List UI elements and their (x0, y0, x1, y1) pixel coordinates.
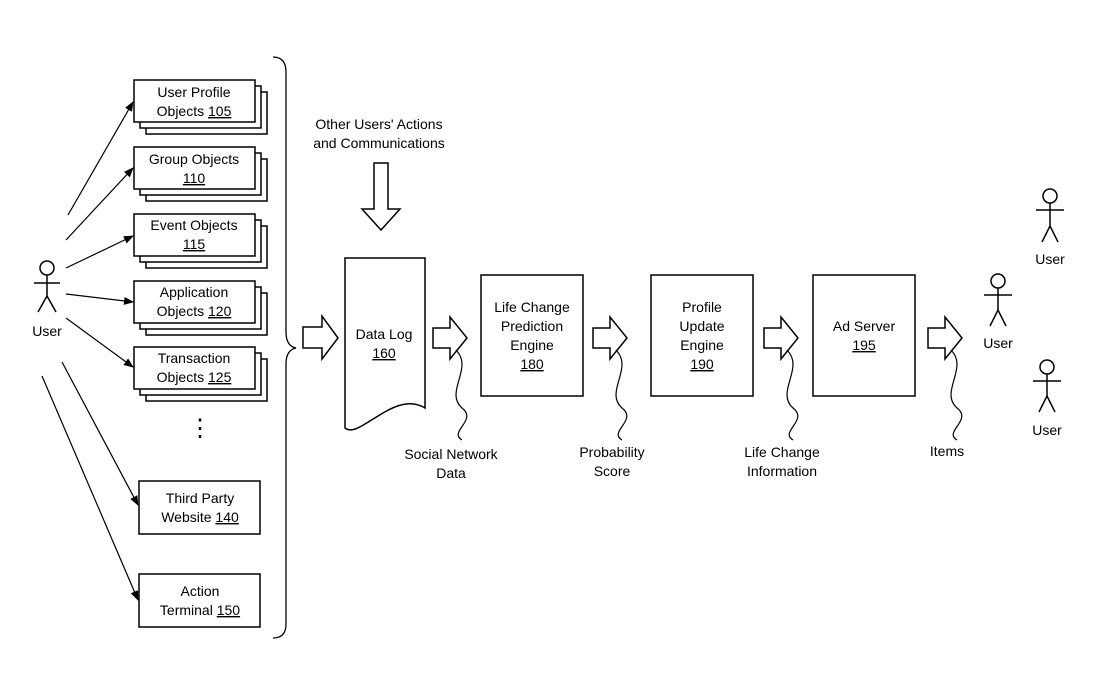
social-network-data-wave (455, 349, 468, 441)
target-user-bottom-icon (1033, 359, 1061, 413)
life-change-engine-line1: Life Change (494, 299, 570, 315)
transaction-objects-line1: Transaction (158, 350, 231, 366)
ad-server-ref: 195 (852, 337, 876, 353)
user-profile-objects-ref: 105 (208, 103, 232, 119)
data-log-to-engine-arrow (432, 314, 468, 362)
profile-update-engine-box (650, 274, 754, 397)
arrow-to-third-party (61, 361, 139, 506)
user-actor-icon (34, 260, 60, 313)
data-log-ref: 160 (372, 345, 396, 361)
target-user-top-icon (1036, 188, 1064, 243)
arrow-to-event-objects (65, 235, 134, 269)
life-change-engine-ref: 180 (520, 356, 544, 372)
group-objects-ref: 110 (183, 170, 206, 186)
other-users-line1: Other Users' Actions (315, 116, 442, 132)
life-change-engine-line2: Prediction (501, 318, 563, 334)
ad-server-to-users-arrow (927, 314, 963, 362)
target-user-bottom-label: User (1032, 422, 1062, 438)
group-objects-line1: Group Objects (149, 151, 239, 167)
life-change-engine-line3: Engine (510, 337, 554, 353)
grouping-brace (272, 56, 297, 639)
action-terminal-box (138, 573, 261, 628)
application-objects-line2: Objects 120 (157, 303, 232, 319)
data-log-title: Data Log (356, 326, 413, 342)
event-objects-ref: 115 (183, 236, 206, 252)
action-terminal-line1: Action (181, 583, 220, 599)
arrow-to-transaction-objects (65, 317, 134, 368)
target-user-middle-label: User (983, 335, 1013, 351)
profile-to-ad-server-arrow (763, 314, 799, 362)
other-users-down-arrow (360, 162, 402, 232)
transaction-objects-line2: Objects 125 (157, 369, 232, 385)
source-user-label: User (32, 323, 62, 339)
probability-score-line1: Probability (579, 444, 644, 460)
life-change-information-line1: Life Change (744, 444, 820, 460)
arrow-to-group-objects (65, 167, 134, 241)
profile-update-engine-line3: Engine (680, 337, 724, 353)
stack-event-objects (133, 213, 268, 269)
user-profile-objects-line1: User Profile (157, 84, 230, 100)
life-change-information-line2: Information (747, 463, 817, 479)
stack-group-objects (133, 146, 268, 202)
probability-score-wave (615, 349, 628, 441)
arrow-to-application-objects (65, 293, 134, 305)
target-user-top-label: User (1035, 251, 1065, 267)
ad-server-title: Ad Server (833, 318, 896, 334)
third-party-line2: Website 140 (161, 509, 239, 525)
application-objects-ref: 120 (208, 303, 232, 319)
profile-update-engine-ref: 190 (690, 356, 714, 372)
ad-server-box (812, 274, 916, 397)
items-label: Items (930, 443, 964, 459)
life-change-prediction-engine-box (480, 274, 584, 397)
third-party-line1: Third Party (166, 490, 234, 506)
social-network-data-line1: Social Network (404, 446, 498, 462)
arrow-to-action-terminal (41, 375, 139, 601)
action-terminal-line2: Terminal 150 (160, 602, 240, 618)
other-users-line2: and Communications (313, 135, 445, 151)
brace-to-data-log-arrow (302, 313, 339, 362)
data-log-document (344, 257, 426, 431)
profile-update-engine-line2: Update (679, 318, 724, 334)
profile-update-engine-line1: Profile (682, 299, 722, 315)
third-party-website-box (138, 480, 261, 535)
third-party-ref: 140 (215, 509, 239, 525)
user-to-objects-arrows (41, 101, 139, 601)
life-change-information-wave (786, 349, 799, 441)
more-objects-ellipsis: ⋮ (188, 415, 212, 442)
items-wave (950, 349, 963, 441)
application-objects-line1: Application (160, 284, 229, 300)
stack-user-profile-objects (133, 79, 268, 135)
probability-score-line2: Score (594, 463, 631, 479)
stack-application-objects (133, 280, 268, 336)
transaction-objects-ref: 125 (208, 369, 232, 385)
engine-to-profile-arrow (592, 314, 628, 362)
arrow-to-user-profile (67, 101, 134, 216)
target-user-middle-icon (984, 273, 1012, 327)
social-network-data-line2: Data (436, 465, 466, 481)
action-terminal-ref: 150 (217, 602, 241, 618)
event-objects-line1: Event Objects (150, 217, 237, 233)
user-profile-objects-line2: Objects 105 (157, 103, 232, 119)
stack-transaction-objects (133, 346, 268, 402)
